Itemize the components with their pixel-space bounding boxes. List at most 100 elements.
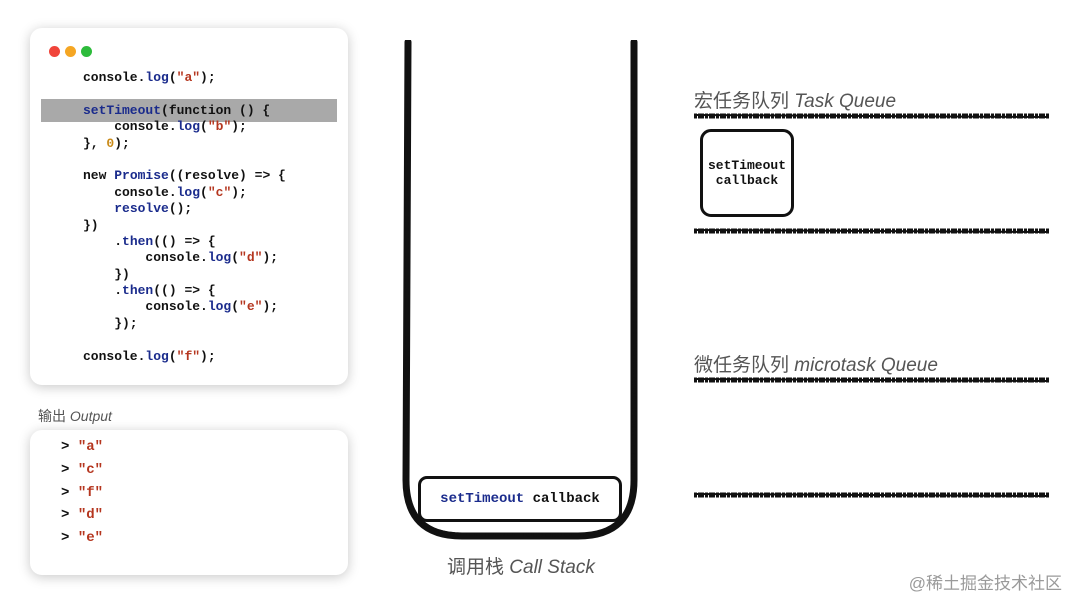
code-token: ); (262, 250, 279, 266)
code-token: ( (168, 70, 177, 85)
code-token: console. (83, 119, 177, 135)
microtask-queue-title: 微任务队列 microtask Queue (694, 355, 938, 376)
code-token: ); (114, 135, 130, 151)
code-line: console.log("d"); (83, 250, 286, 266)
code-token: ( (200, 184, 208, 200)
maximize-dot-icon (81, 46, 92, 57)
code-line: console.log("c"); (83, 185, 286, 201)
code-token: ); (231, 119, 247, 135)
minimize-dot-icon (65, 46, 76, 57)
output-prompt: > (61, 461, 70, 478)
code-line: }, 0); (83, 136, 286, 152)
code-token: log (145, 70, 169, 85)
code-token: 0 (106, 135, 115, 151)
task-queue-item-settimeout-callback: setTimeout callback (700, 129, 794, 217)
code-token: log (176, 184, 201, 200)
code-token: ( (231, 250, 240, 266)
code-token: ); (231, 184, 247, 200)
output-value: "f" (77, 484, 104, 501)
code-line: console.log("a"); (83, 70, 286, 86)
code-token: }) (83, 217, 99, 233)
code-token: then (122, 283, 154, 299)
code-token: "d" (239, 250, 263, 266)
code-token: }) (83, 266, 130, 282)
output-line: > "e" (61, 529, 103, 552)
close-dot-icon (49, 46, 60, 57)
code-token (83, 201, 114, 216)
output-line: > "d" (61, 506, 103, 529)
code-token: (); (168, 201, 193, 217)
window-controls (49, 46, 92, 57)
code-token: (() => { (153, 233, 216, 249)
code-token: ((resolve) => { (168, 168, 286, 184)
microtask-queue-top-border (694, 377, 1050, 383)
code-line: }) (83, 218, 286, 234)
code-token: (function () { (161, 102, 271, 118)
task-queue-title: 宏任务队列 Task Queue (694, 91, 897, 112)
code-token: . (83, 283, 123, 299)
code-token: "a" (176, 70, 201, 85)
code-token: then (122, 233, 154, 249)
code-token: . (83, 233, 123, 249)
code-token: ( (168, 348, 177, 364)
code-token: "f" (176, 348, 201, 364)
output-list: > "a"> "c"> "f"> "d"> "e" (61, 438, 103, 552)
code-token: log (207, 250, 232, 266)
code-line: setTimeout(function () { (83, 103, 286, 119)
code-line (83, 332, 286, 348)
code-line: .then(() => { (83, 283, 286, 299)
code-token: }, (83, 135, 107, 151)
output-value: "e" (77, 530, 104, 547)
code-token: ( (200, 119, 208, 135)
code-line: }) (83, 267, 286, 283)
watermark: @稀土掘金技术社区 (908, 574, 1062, 593)
code-editor-card: console.log("a");setTimeout(function () … (30, 28, 348, 385)
call-stack-container (402, 40, 638, 540)
code-token: }); (83, 315, 138, 331)
code-line: console.log("e"); (83, 299, 286, 315)
output-card (30, 430, 348, 575)
output-value: "c" (77, 461, 104, 478)
code-token: log (145, 348, 169, 364)
output-label: 输出 Output (38, 408, 112, 424)
output-line: > "c" (61, 461, 103, 484)
output-prompt: > (61, 530, 70, 547)
code-token: "c" (207, 184, 232, 200)
task-queue-bottom-border (694, 228, 1050, 234)
code-token: ); (262, 299, 279, 315)
code-token: Promise (114, 168, 169, 184)
code-token: log (207, 299, 232, 315)
code-token: new (83, 168, 115, 184)
code-token: setTimeout (83, 102, 162, 118)
microtask-queue-bottom-border (694, 492, 1050, 498)
current-line-highlight (41, 99, 337, 122)
code-token: ); (200, 70, 216, 85)
code-block: console.log("a");setTimeout(function () … (83, 70, 286, 365)
code-token: console. (83, 70, 146, 85)
code-line: }); (83, 316, 286, 332)
code-token: "e" (239, 299, 263, 315)
code-token: ); (200, 348, 216, 364)
code-token: (() => { (153, 283, 216, 299)
code-line: new Promise((resolve) => { (83, 168, 286, 184)
code-token: console. (83, 348, 146, 364)
output-line: > "f" (61, 484, 103, 507)
output-prompt: > (61, 439, 70, 455)
code-line (83, 152, 286, 168)
output-prompt: > (61, 507, 70, 524)
call-stack-frame-settimeout-callback: setTimeout callback (418, 476, 622, 522)
output-value: "d" (77, 507, 104, 524)
code-token: log (176, 119, 201, 135)
code-line: console.log("b"); (83, 119, 286, 135)
output-value: "a" (77, 439, 104, 455)
code-line (83, 86, 286, 102)
code-token: console. (83, 184, 177, 200)
code-line: resolve(); (83, 201, 286, 217)
output-line: > "a" (61, 438, 103, 461)
code-token: ( (231, 299, 240, 315)
code-line: console.log("f"); (83, 349, 286, 365)
task-queue-top-border (694, 113, 1050, 119)
code-token: console. (83, 250, 208, 266)
code-token: console. (83, 299, 208, 315)
code-token: "b" (207, 119, 232, 135)
